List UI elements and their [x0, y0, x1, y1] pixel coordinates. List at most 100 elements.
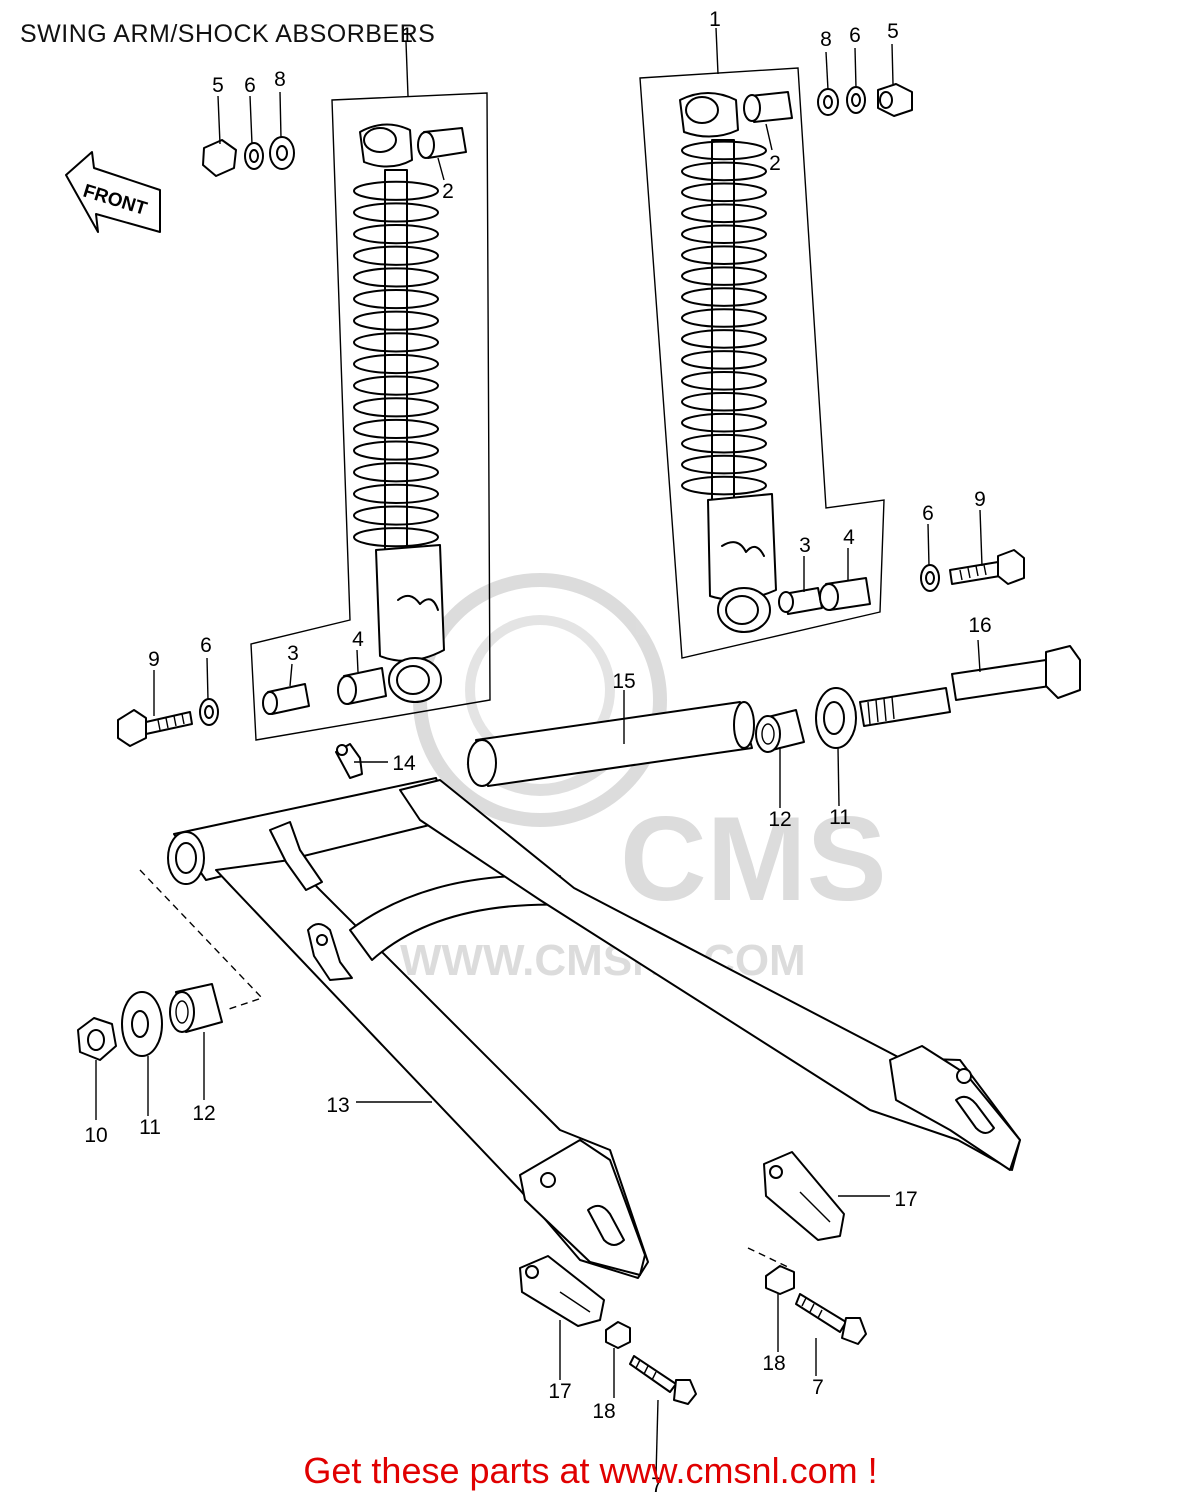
callout-8-left: 8	[274, 68, 286, 91]
spring-coil	[681, 329, 767, 349]
spring-coil	[353, 202, 439, 223]
adjuster-nut-18-right	[765, 1265, 795, 1295]
watermark-cms-text: CMS	[620, 792, 887, 926]
left-bush-3	[262, 683, 310, 715]
spring-coil	[353, 527, 439, 548]
spring-coil	[681, 161, 767, 182]
callout-11-right: 11	[829, 806, 851, 829]
left-top-washer-8	[269, 136, 295, 170]
spring-coil	[353, 462, 439, 483]
callout-15: 15	[612, 670, 635, 693]
diagram-title: SWING ARM/SHOCK ABSORBERS	[20, 20, 436, 48]
spring-coil	[681, 371, 767, 391]
callout-12-right: 12	[768, 808, 791, 831]
callout-6-top-left: 6	[244, 74, 256, 97]
callout-6-right: 6	[922, 502, 934, 525]
callout-17-left: 17	[548, 1380, 571, 1403]
spring-coil	[353, 180, 439, 201]
adjuster-bolt-7-right	[795, 1293, 867, 1345]
spring-coil	[681, 350, 767, 370]
callout-14: 14	[392, 752, 416, 775]
right-shock-group-outline	[639, 67, 885, 659]
spring-coil	[681, 308, 767, 328]
callout-1-right: 1	[709, 8, 721, 31]
spring-coil	[353, 332, 439, 353]
left-bolt-9	[117, 709, 193, 747]
callout-3-left: 3	[287, 642, 299, 665]
left-shock-absorber	[353, 123, 445, 703]
callout-6-left: 6	[200, 634, 212, 657]
right-shock-absorber	[679, 92, 777, 633]
pivot-seal-11-left	[121, 991, 163, 1057]
spring-coil	[681, 182, 767, 203]
swing-arm-13	[167, 777, 1021, 1279]
spring-coil	[353, 440, 439, 461]
right-bush-3	[778, 587, 823, 615]
callout-8-right: 8	[820, 28, 832, 51]
spring-coil	[353, 288, 439, 310]
right-bush-2	[743, 91, 793, 123]
callout-6-top-right: 6	[849, 24, 861, 47]
spring-coil	[353, 418, 439, 440]
spring-coil	[681, 475, 767, 496]
spring-coil	[681, 287, 767, 307]
footer-link-text[interactable]: Get these parts at www.cmsnl.com !	[303, 1450, 878, 1491]
leader-lines	[95, 27, 983, 1477]
right-top-washer-8	[817, 88, 839, 116]
right-bolt-9	[949, 549, 1025, 585]
right-washer-6	[920, 564, 940, 592]
left-top-nut-5	[202, 139, 237, 177]
pivot-seal-11-right	[815, 687, 857, 749]
spring-coil	[681, 224, 767, 245]
pivot-bearing-12-right	[755, 709, 805, 753]
spring-coil	[353, 505, 439, 526]
callout-5-right: 5	[887, 20, 899, 43]
spring-coil	[353, 397, 439, 418]
spring-coil	[681, 391, 767, 412]
grease-nipple-14	[335, 743, 363, 779]
left-washer-6	[199, 698, 219, 726]
spring-coil	[681, 433, 767, 454]
callout-4-right: 4	[843, 526, 855, 549]
left-bush-4	[337, 667, 387, 705]
callout-18-right: 18	[762, 1352, 785, 1375]
adjuster-nut-18-left	[605, 1321, 631, 1349]
callout-1-left: 1	[401, 24, 413, 47]
callout-2-left: 2	[442, 180, 454, 203]
callout-9-left: 9	[148, 648, 160, 671]
spring-coil	[353, 267, 439, 288]
spring-coil	[353, 310, 439, 331]
spring-coil	[681, 203, 767, 224]
spring-coil	[353, 245, 439, 266]
right-top-washer-6	[846, 86, 866, 114]
spring-coil	[681, 266, 767, 286]
pivot-bolt-16	[859, 645, 1081, 727]
spring-coil	[681, 412, 767, 433]
spring-coil	[353, 224, 439, 245]
callout-18-left: 18	[592, 1400, 615, 1423]
callout-16: 16	[968, 614, 991, 637]
callout-11-left: 11	[139, 1116, 161, 1139]
callout-7-left: 7	[651, 1474, 663, 1497]
right-bush-4	[819, 577, 871, 611]
pivot-sleeve-15	[467, 701, 755, 787]
left-shock-group-outline	[250, 92, 491, 741]
callout-13: 13	[326, 1094, 349, 1117]
pivot-bearing-12-left	[169, 983, 223, 1033]
adjuster-bolt-7-left	[629, 1355, 697, 1405]
callout-9-right: 9	[974, 488, 986, 511]
pivot-nut-10	[77, 1017, 117, 1061]
callout-12-left: 12	[192, 1102, 215, 1125]
callout-10: 10	[84, 1124, 107, 1147]
spring-coil	[353, 353, 439, 375]
spring-coil	[353, 483, 439, 504]
chain-adjuster-17-left	[519, 1255, 605, 1327]
spring-coil	[681, 454, 767, 475]
callout-17-right: 17	[894, 1188, 917, 1211]
left-bush-2	[417, 127, 467, 159]
callout-7-right: 7	[812, 1376, 824, 1399]
chain-adjuster-17-right	[763, 1151, 845, 1241]
left-top-washer-6	[244, 142, 264, 170]
spring-coil	[681, 245, 767, 265]
